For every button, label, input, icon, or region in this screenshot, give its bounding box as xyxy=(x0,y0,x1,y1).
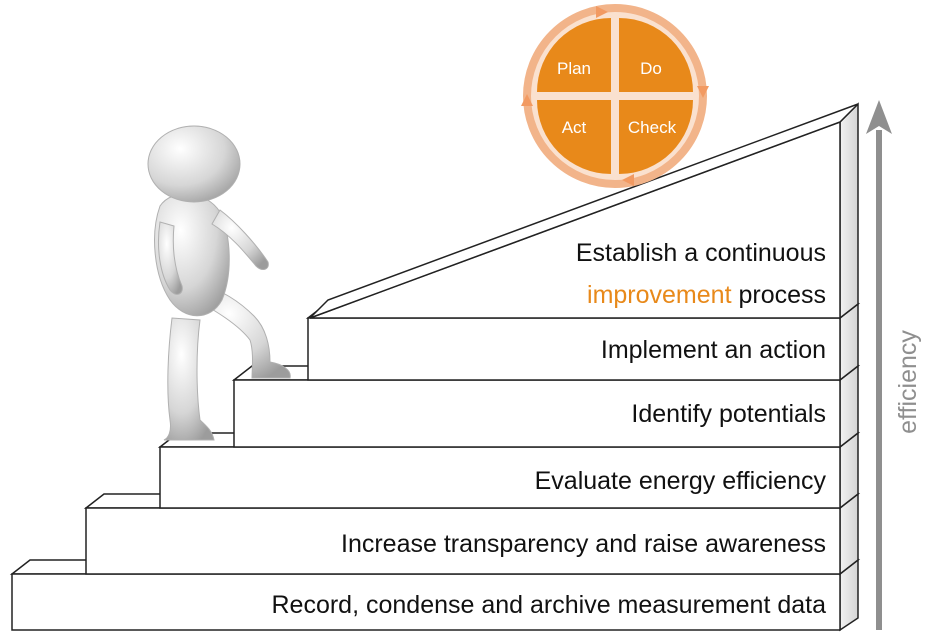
pdca-arrow-icon xyxy=(622,174,634,186)
step-5-label: Implement an action xyxy=(601,336,826,364)
pdca-arrow-icon xyxy=(596,6,608,18)
pdca-check-quadrant xyxy=(619,100,693,174)
step-2-label: Increase transparency and raise awarenes… xyxy=(341,530,826,558)
pdca-arrow-icon xyxy=(697,86,709,98)
pdca-act-quadrant xyxy=(537,100,611,174)
step-3-label: Evaluate energy efficiency xyxy=(535,467,827,495)
pdca-do-quadrant xyxy=(619,18,693,92)
efficiency-label: efficiency xyxy=(894,330,922,434)
step-4-label: Identify potentials xyxy=(631,400,826,428)
step-1-label: Record, condense and archive measurement… xyxy=(272,591,827,619)
pdca-do-label: Do xyxy=(640,59,662,78)
pdca-plan-quadrant xyxy=(537,18,611,92)
pdca-plan-label: Plan xyxy=(557,59,591,78)
step-top-ramp: Establish a continuous improvement proce… xyxy=(309,102,859,320)
pdca-arrow-icon xyxy=(521,94,533,106)
climbing-figure-icon xyxy=(147,125,291,441)
pdca-cycle: Plan Do Act Check xyxy=(521,4,709,188)
top-step-line2: improvement process xyxy=(587,281,826,309)
pdca-check-label: Check xyxy=(628,118,677,137)
top-step-rest: process xyxy=(732,281,826,309)
pdca-act-label: Act xyxy=(562,118,587,137)
top-step-highlight: improvement xyxy=(587,281,732,309)
efficiency-arrow: efficiency xyxy=(866,100,922,630)
top-step-line1: Establish a continuous xyxy=(576,239,826,267)
